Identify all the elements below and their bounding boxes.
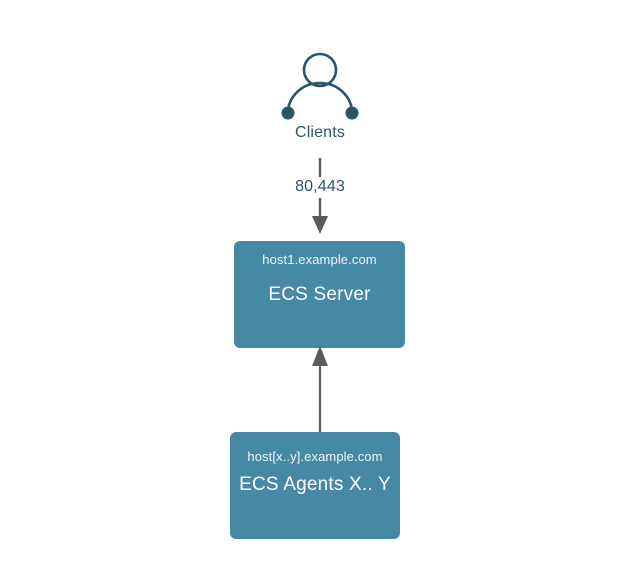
node-title-label: ECS Agents X.. Y [239,474,391,495]
node-title-label: ECS Server [268,284,371,305]
node-ecs-agents[interactable]: host[x..y].example.com ECS Agents X.. Y [230,432,400,539]
node-host-label: host1.example.com [262,252,377,267]
connector-label-ports: 80,443 [268,177,372,198]
node-ecs-server[interactable]: host1.example.com ECS Server [234,241,405,348]
node-host-label: host[x..y].example.com [247,449,383,464]
person-icon [270,44,370,124]
connector-agents-to-server [295,344,345,436]
actor-clients[interactable]: Clients [270,44,370,154]
actor-label-clients: Clients [295,124,345,141]
